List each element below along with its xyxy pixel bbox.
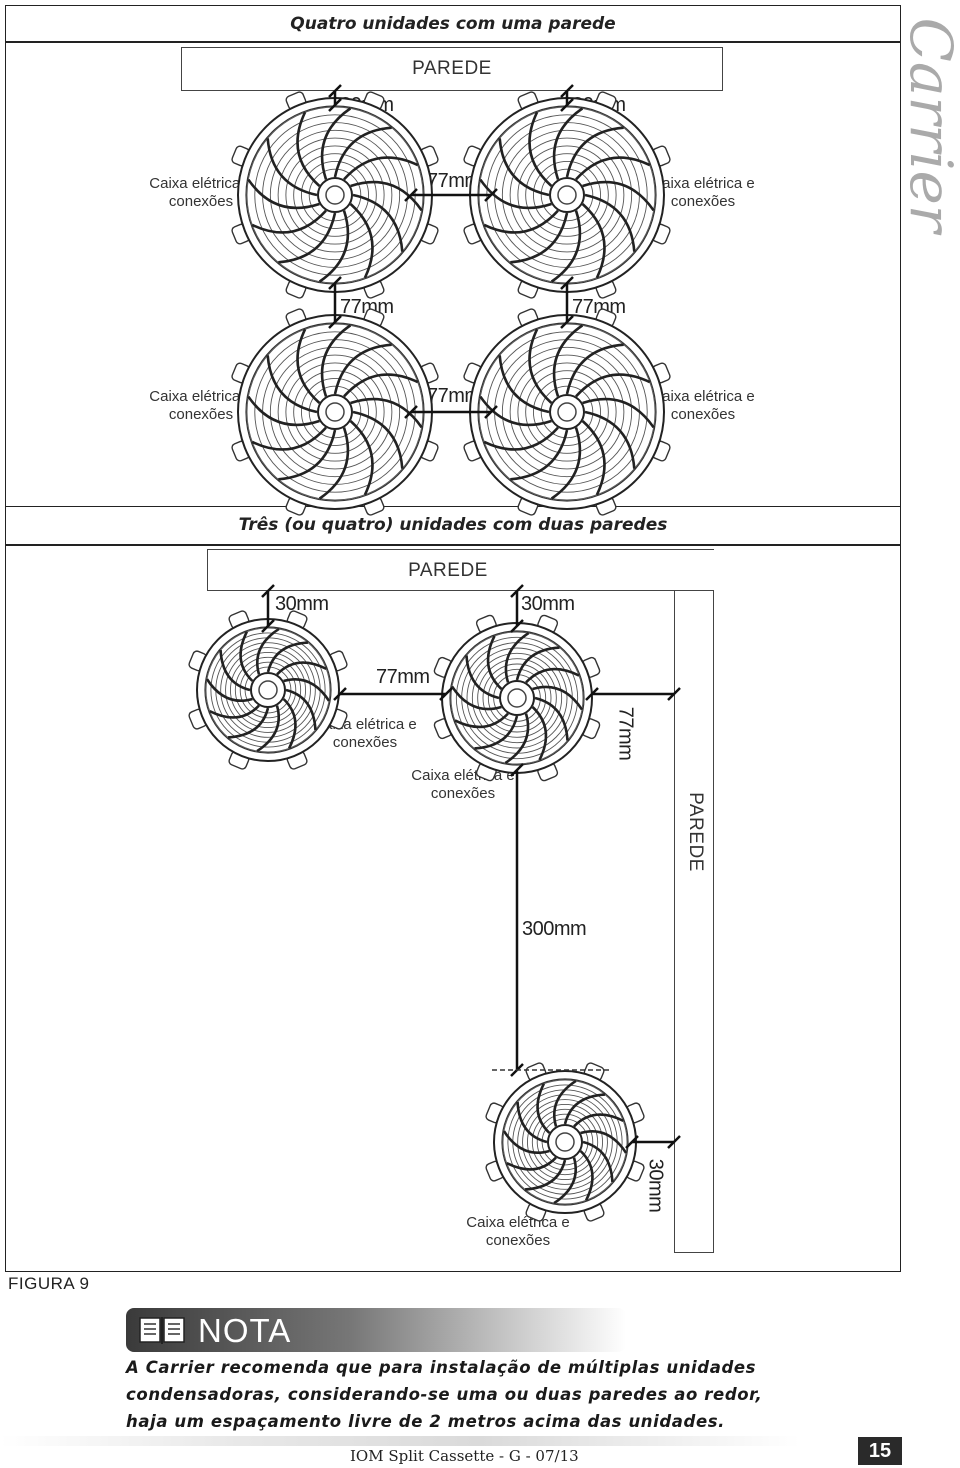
dim-line-mid-left-tick bbox=[328, 315, 342, 329]
dim-line-between-top-tick bbox=[404, 188, 418, 202]
dim-line-top-right-tick bbox=[510, 584, 524, 598]
dim-vertical: 300mm bbox=[522, 918, 587, 940]
fan-unit bbox=[231, 91, 439, 299]
dim-between-bottom: 77mm bbox=[427, 385, 481, 407]
footer-rule bbox=[0, 1436, 800, 1446]
dim-line-vertical-tick bbox=[510, 763, 524, 777]
dim-line-between-tick bbox=[333, 687, 347, 701]
panel-two-walls: Três (ou quatro) unidades com duas pared… bbox=[5, 506, 901, 1272]
dim-line-top-right-tick bbox=[560, 98, 574, 112]
book-icon bbox=[139, 1317, 185, 1344]
dim-line-side-tick bbox=[585, 687, 599, 701]
fan-unit bbox=[485, 1062, 645, 1222]
label-electrical-box-bl: Caixa elétrica e conexões bbox=[149, 388, 253, 423]
label-electrical-box-tl: Caixa elétrica e conexões bbox=[149, 175, 253, 210]
dim-line-top-left-tick bbox=[261, 619, 275, 633]
wall-label: PAREDE bbox=[412, 58, 492, 79]
dim-line-between-bottom-tick bbox=[484, 405, 498, 419]
figure-label: FIGURA 9 bbox=[8, 1274, 90, 1293]
dim-line-between-top-tick bbox=[484, 188, 498, 202]
dim-line-mid-right-tick bbox=[560, 276, 574, 290]
wall-top: PAREDE bbox=[207, 549, 714, 591]
label-electrical-box-tr: Caixa elétrica e conexões bbox=[651, 175, 755, 210]
dim-between-top: 77mm bbox=[427, 170, 481, 192]
dim-line-top-left-tick bbox=[261, 584, 275, 598]
dim-line-bottom-side-tick bbox=[625, 1135, 639, 1149]
note-banner: NOTA bbox=[126, 1308, 626, 1352]
dim-line-between-bottom-tick bbox=[404, 405, 418, 419]
title-divider bbox=[6, 544, 900, 546]
fan-unit bbox=[463, 308, 671, 516]
note-text: A Carrier recomenda que para instalação … bbox=[126, 1358, 763, 1431]
dim-line-between-tick bbox=[439, 687, 453, 701]
dim-line-top-right-tick bbox=[510, 619, 524, 633]
footer-text: IOM Split Cassette - G - 07/13 bbox=[350, 1447, 579, 1465]
dim-line-side-tick bbox=[667, 687, 681, 701]
dim-line-top-left-tick bbox=[328, 84, 342, 98]
wall-label: PAREDE bbox=[408, 560, 488, 581]
panel-title: Quatro unidades com uma parede bbox=[290, 14, 616, 34]
label-electrical-box-br: Caixa elétrica e conexões bbox=[651, 388, 755, 423]
dim-top-left: 30mm bbox=[275, 593, 329, 615]
fan-unit bbox=[433, 614, 601, 782]
fan-unit bbox=[231, 308, 439, 516]
dim-line-top-right-tick bbox=[560, 84, 574, 98]
panel-four-units: Quatro unidades com uma parede bbox=[5, 5, 901, 543]
dim-line-top-left-tick bbox=[328, 98, 342, 112]
dim-line-mid-right-tick bbox=[560, 315, 574, 329]
fan-unit bbox=[188, 610, 348, 770]
title-divider bbox=[6, 41, 900, 43]
installation-diagram bbox=[188, 84, 681, 1222]
wall-top: PAREDE bbox=[181, 47, 723, 91]
page-number: 15 bbox=[858, 1437, 902, 1465]
panel-title: Três (ou quatro) unidades com duas pared… bbox=[238, 515, 668, 535]
dim-top-right: 30mm bbox=[521, 593, 575, 615]
dim-line-bottom-side-tick bbox=[667, 1135, 681, 1149]
dim-between: 77mm bbox=[376, 666, 430, 688]
dim-line-mid-left-tick bbox=[328, 276, 342, 290]
note-heading: NOTA bbox=[198, 1312, 292, 1349]
fan-unit bbox=[463, 91, 671, 299]
wall-side: PAREDE bbox=[674, 591, 714, 1253]
